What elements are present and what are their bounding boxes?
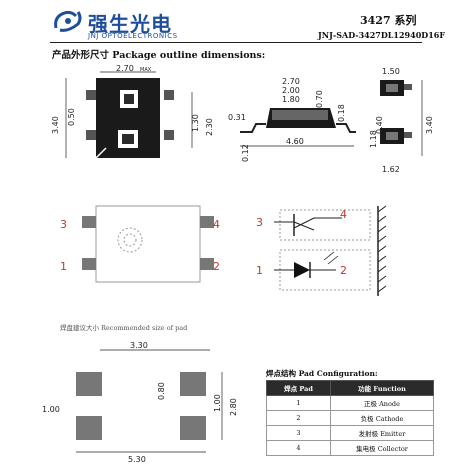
end-view-drawing: 1.50 3.40 1.18 0.40 1.62 bbox=[369, 67, 434, 174]
outline-title: 产品外形尺寸 Package outline dimensions: bbox=[52, 50, 266, 61]
pad-recommend-drawing: 3.30 0.80 1.00 1.00 2.80 5.30 bbox=[42, 341, 238, 464]
side-view-drawing: 2.70 2.00 1.80 0.70 0.31 0.18 0.12 4.60 bbox=[228, 77, 356, 162]
dim-end-height: 3.40 bbox=[425, 116, 434, 134]
dim-side-w3: 1.80 bbox=[282, 95, 300, 104]
dim-side-w1: 2.70 bbox=[282, 77, 300, 86]
table-cell-function: 发射极 Emitter bbox=[329, 425, 435, 441]
dim-inner-h2: 2.30 bbox=[205, 118, 214, 136]
dim-pad-h: 1.00 bbox=[213, 394, 222, 412]
dim-pad-height: 2.80 bbox=[229, 398, 238, 416]
dim-height: 3.40 bbox=[51, 116, 60, 134]
dim-lead-h: 0.18 bbox=[337, 104, 346, 122]
dim-end-pad-t: 0.40 bbox=[375, 116, 384, 134]
pad-config-table: 焊点 Pad 功能 Function 1 正极 Anode 2 负极 Catho… bbox=[266, 380, 435, 456]
table-header-pad: 焊点 Pad bbox=[266, 380, 331, 396]
table-cell-pad: 4 bbox=[266, 440, 331, 456]
table-row: 2 负极 Cathode bbox=[266, 410, 435, 426]
header-divider bbox=[50, 42, 422, 43]
pin-label-3: 3 bbox=[60, 218, 67, 231]
dim-end-pad-h: 1.18 bbox=[369, 130, 378, 148]
dim-side-w2: 2.00 bbox=[282, 86, 300, 95]
brand-name: 强生光电 bbox=[88, 12, 172, 36]
dim-total-w: 4.60 bbox=[286, 137, 304, 146]
dim-inner-w: 0.50 bbox=[67, 108, 76, 126]
table-cell-function: 正极 Anode bbox=[329, 395, 435, 411]
schematic-pin-3: 3 bbox=[256, 216, 263, 229]
series-title: 3427 系列 bbox=[360, 14, 417, 27]
top-view-drawing: 2.70 MAX 3.40 0.50 1.30 2.30 bbox=[51, 64, 214, 159]
dim-pad-w: 1.00 bbox=[42, 405, 60, 414]
dim-end-bottom-w: 1.62 bbox=[382, 165, 400, 174]
dim-top-width: 2.70 bbox=[116, 64, 134, 73]
dim-unit: MAX bbox=[140, 67, 152, 73]
table-cell-function: 负极 Cathode bbox=[329, 410, 435, 426]
table-cell-function: 集电极 Collector bbox=[329, 440, 435, 456]
table-cell-pad: 1 bbox=[266, 395, 331, 411]
dim-pad-width: 3.30 bbox=[130, 341, 148, 350]
pad-config-title: 焊点结构 Pad Configuration: bbox=[266, 369, 378, 378]
table-header-function: 功能 Function bbox=[329, 380, 435, 396]
pin-label-4: 4 bbox=[213, 218, 220, 231]
table-cell-pad: 3 bbox=[266, 425, 331, 441]
dim-end-top-w: 1.50 bbox=[382, 67, 400, 76]
table-row: 1 正极 Anode bbox=[266, 395, 435, 411]
table-cell-pad: 2 bbox=[266, 410, 331, 426]
schematic-drawing: 3 4 1 2 bbox=[256, 205, 387, 296]
schematic-pin-2: 2 bbox=[340, 264, 347, 277]
dim-pad-total-w: 5.30 bbox=[128, 455, 146, 464]
dim-lead-t: 0.12 bbox=[241, 144, 250, 162]
pad-recommend-title: 焊盘建议大小 Recommended size of pad bbox=[60, 324, 188, 332]
dim-lead-len: 0.31 bbox=[228, 113, 246, 122]
brand-logo-icon bbox=[54, 10, 82, 32]
table-row: 4 集电极 Collector bbox=[266, 440, 435, 456]
schematic-pin-1: 1 bbox=[256, 264, 263, 277]
dim-side-w4: 0.70 bbox=[315, 90, 324, 108]
dim-pad-gap: 0.80 bbox=[157, 382, 166, 400]
part-number: JNJ-SAD-3427DL12940D16F bbox=[318, 30, 446, 40]
table-row: 3 发射极 Emitter bbox=[266, 425, 435, 441]
schematic-pin-4: 4 bbox=[340, 208, 347, 221]
pin-label-1: 1 bbox=[60, 260, 67, 273]
brand-subtitle: JNJ OPTOELECTRONICS bbox=[88, 32, 178, 40]
dim-inner-h: 1.30 bbox=[191, 114, 200, 132]
pin-layout-drawing: 3 4 1 2 bbox=[60, 205, 220, 283]
pin-label-2: 2 bbox=[213, 260, 220, 273]
